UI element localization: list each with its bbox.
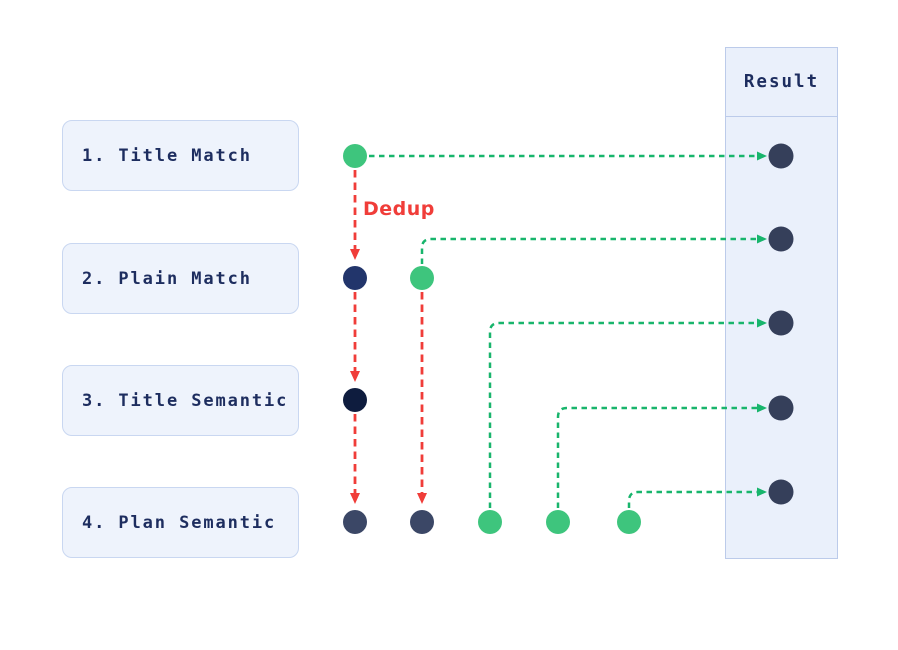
stage-box-plain-match: 2. Plain Match [62,243,299,314]
stage-label-title-match: 1. Title Match [82,145,252,166]
accept-arrows-group [369,151,767,508]
stage-label-plan-semantic: 4. Plan Semantic [82,512,277,533]
result-dot-3 [768,310,794,336]
candidate-dot-stage2-deduped [343,266,367,290]
result-header: Result [726,48,837,117]
result-dot-1 [768,143,794,169]
accept-arrow-4 [556,403,767,508]
result-dot-5 [768,479,794,505]
candidate-dot-stage4-kept-3 [617,510,641,534]
result-dots-group [768,143,794,505]
result-dot-4 [768,395,794,421]
candidate-dot-stage4-deduped-1 [343,510,367,534]
stage-label-title-semantic: 3. Title Semantic [82,390,289,411]
stage-box-title-match: 1. Title Match [62,120,299,191]
accept-arrow-2 [420,234,767,264]
dedup-label: Dedup [363,198,435,220]
stage-box-plan-semantic: 4. Plan Semantic [62,487,299,558]
candidate-dot-stage1-kept [343,144,367,168]
candidate-dot-stage4-kept-1 [478,510,502,534]
accept-arrow-3 [488,318,767,508]
result-column: Result [725,47,838,559]
stage-label-plain-match: 2. Plain Match [82,268,252,289]
result-dot-2 [768,226,794,252]
accept-arrow-5 [627,487,767,508]
candidate-dots-group [343,144,641,534]
candidate-dot-stage4-kept-2 [546,510,570,534]
dedup-arrows-group [350,170,427,504]
candidate-dot-stage2-kept [410,266,434,290]
stage-box-title-semantic: 3. Title Semantic [62,365,299,436]
candidate-dot-stage4-deduped-2 [410,510,434,534]
candidate-dot-stage3-deduped [343,388,367,412]
